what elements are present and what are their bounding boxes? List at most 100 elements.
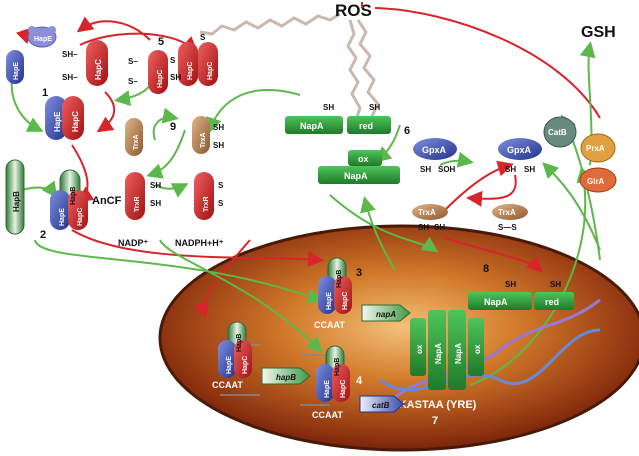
svg-text:SOH: SOH	[438, 165, 456, 174]
hape-free: HapE	[6, 50, 24, 84]
trxa-oxidized: TrxA S—S	[492, 204, 528, 232]
svg-text:HapE: HapE	[34, 36, 52, 43]
svg-text:TrxR: TrxR	[134, 196, 141, 212]
svg-text:SH: SH	[524, 165, 535, 174]
svg-text:red: red	[545, 297, 559, 307]
svg-text:SH: SH	[323, 103, 334, 112]
napa-reduced-nuclear: NapA red SH SH	[468, 280, 574, 310]
svg-text:SH: SH	[550, 280, 561, 289]
svg-text:red: red	[359, 121, 373, 131]
yre-label: TKASTAA (YRE)	[392, 399, 477, 411]
svg-text:SH–: SH–	[62, 73, 78, 82]
svg-text:TrxA: TrxA	[418, 208, 436, 217]
svg-text:S–: S–	[128, 57, 138, 66]
svg-text:NapA: NapA	[484, 297, 508, 307]
svg-text:SH: SH	[150, 181, 161, 190]
gene-hapb: hapB	[261, 367, 311, 385]
svg-text:S: S	[200, 33, 206, 42]
svg-text:S: S	[218, 199, 224, 208]
svg-text:HapE: HapE	[326, 292, 333, 310]
svg-text:SH: SH	[418, 223, 429, 232]
nucleus	[158, 224, 639, 452]
napa-oxidized: ox NapA	[318, 150, 400, 184]
svg-text:HapC: HapC	[342, 292, 349, 310]
svg-text:S: S	[170, 56, 176, 65]
step-5: 5	[158, 36, 164, 48]
svg-text:SH: SH	[505, 280, 516, 289]
svg-text:SH–: SH–	[62, 50, 78, 59]
napa-dimer-yre: ox NapA NapA ox	[410, 310, 484, 390]
svg-text:TrxA: TrxA	[133, 134, 140, 150]
gpxa-reduced: GpxA SH SH	[498, 138, 542, 174]
napa-reduced: NapA red SH SH	[285, 103, 391, 134]
svg-text:GpxA: GpxA	[507, 145, 532, 155]
hapc-reduced: HapC SH– SH–	[62, 40, 108, 86]
catb-enzyme: CatB	[543, 116, 577, 148]
hape-cluster: HapE	[27, 26, 57, 48]
svg-text:hapB: hapB	[276, 373, 296, 382]
svg-text:ox: ox	[358, 154, 369, 164]
svg-text:HapE: HapE	[13, 62, 20, 80]
gsh-label: GSH	[581, 24, 616, 41]
prxa-enzyme: PrxA	[580, 133, 616, 163]
svg-text:NapA: NapA	[344, 171, 368, 181]
svg-text:HapC: HapC	[157, 70, 164, 88]
gene-napa: napA	[361, 304, 411, 322]
svg-text:TrxR: TrxR	[203, 196, 210, 212]
svg-text:CCAAT: CCAAT	[212, 380, 243, 390]
svg-text:HapE: HapE	[53, 111, 62, 132]
svg-text:HapC: HapC	[77, 208, 84, 226]
svg-text:S—S: S—S	[498, 223, 517, 232]
svg-text:HapC: HapC	[71, 111, 80, 132]
step-6: 6	[404, 125, 410, 137]
svg-text:HapC: HapC	[340, 380, 347, 398]
ros-label: ROS	[335, 1, 372, 20]
svg-text:SH: SH	[505, 165, 516, 174]
ros-lipid-chains	[199, 12, 382, 129]
svg-text:HapB: HapB	[334, 358, 341, 376]
svg-text:HapE: HapE	[324, 380, 331, 398]
svg-text:S: S	[218, 181, 224, 190]
hape-hapc-dimer: HapE HapC	[45, 96, 84, 140]
svg-text:SH: SH	[420, 165, 431, 174]
hapc-oxidized: HapC HapC HapC S– S– S SH S	[128, 33, 218, 94]
svg-text:HapB: HapB	[336, 270, 343, 288]
svg-text:HapC: HapC	[187, 62, 194, 80]
step-8: 8	[483, 263, 489, 275]
svg-text:CatB: CatB	[548, 128, 567, 137]
svg-text:HapB: HapB	[70, 187, 77, 205]
svg-text:HapC: HapC	[94, 59, 103, 80]
svg-text:SH: SH	[369, 103, 380, 112]
svg-text:TrxA: TrxA	[498, 208, 516, 217]
ancf-catb-promoter: HapB HapE HapC CCAAT	[312, 345, 350, 420]
step-2: 2	[40, 229, 46, 241]
gpxa-oxidized: GpxA SH SOH	[413, 138, 457, 174]
svg-text:HapB: HapB	[12, 191, 21, 212]
svg-text:GlrA: GlrA	[587, 177, 605, 186]
glra-enzyme: GlrA	[579, 167, 617, 193]
svg-text:CCAAT: CCAAT	[312, 410, 343, 420]
trxa-pair: TrxA TrxA SH SH	[125, 116, 224, 156]
svg-text:SH: SH	[213, 141, 224, 150]
step-1: 1	[42, 87, 48, 99]
svg-text:TrxA: TrxA	[200, 132, 207, 148]
svg-text:ox: ox	[415, 344, 424, 354]
svg-text:HapC: HapC	[207, 62, 214, 80]
gene-catb: catB	[359, 395, 405, 413]
svg-text:AnCF: AnCF	[92, 195, 122, 207]
svg-text:HapE: HapE	[226, 356, 233, 374]
svg-text:HapE: HapE	[59, 208, 66, 226]
hapb-free: HapB	[5, 159, 25, 235]
svg-text:HapC: HapC	[242, 356, 249, 374]
ancf-napa-promoter: HapB HapE HapC CCAAT	[314, 257, 352, 330]
trxr-pair: TrxR TrxR SH SH S S	[125, 172, 224, 220]
svg-text:SH: SH	[434, 223, 445, 232]
nadph-label: NADPH+H⁺	[175, 238, 224, 248]
svg-text:CCAAT: CCAAT	[314, 320, 345, 330]
svg-text:SH: SH	[170, 73, 181, 82]
red-arrows	[15, 2, 601, 319]
svg-text:SH: SH	[150, 199, 161, 208]
ancf-hapb-promoter: HapB HapE HapC CCAAT	[212, 321, 252, 390]
svg-text:NapA: NapA	[434, 343, 443, 364]
